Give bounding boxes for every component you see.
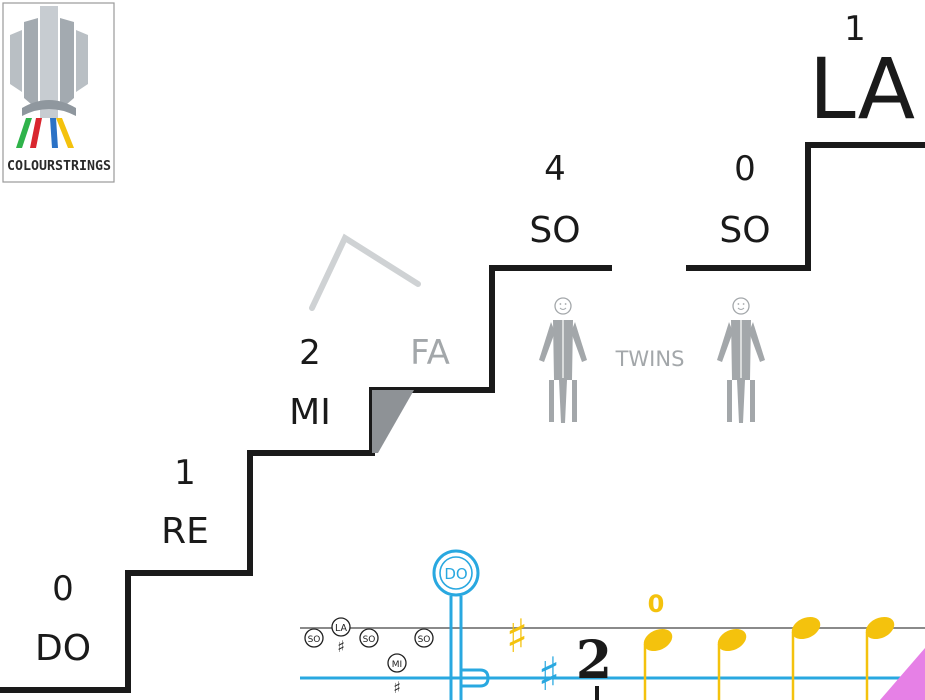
step-number-re: 1 <box>174 453 196 493</box>
step-label-do: DO <box>35 628 91 669</box>
step-label-fa: FA <box>410 333 450 373</box>
person-icon <box>717 297 765 423</box>
note-number: 0 <box>648 590 665 618</box>
sharp-icon: ♯ <box>393 678 401 697</box>
step-number-so-left: 4 <box>544 149 566 189</box>
quarter-note <box>717 628 747 700</box>
step-la: 1 LA <box>809 9 915 138</box>
do-clef-key-icon: DO <box>432 549 490 700</box>
step-number-la: 1 <box>844 9 866 49</box>
step-do: 0 DO <box>35 569 91 669</box>
svg-text:SO: SO <box>363 635 376 645</box>
staircase-line-upper <box>686 142 925 271</box>
staircase-line <box>0 265 612 693</box>
note-head-so: SO <box>304 628 324 648</box>
person-icon <box>539 297 587 423</box>
svg-text:SO: SO <box>308 635 321 645</box>
logo-wordmark: COLOURSTRINGS <box>7 158 111 174</box>
note-head-so: SO <box>359 628 379 648</box>
quarter-note <box>791 616 821 700</box>
step-label-re: RE <box>161 511 209 552</box>
step-number-do: 0 <box>52 569 74 609</box>
quarter-note <box>643 628 673 700</box>
step-label-mi: MI <box>289 392 331 433</box>
logo-frame <box>2 2 115 183</box>
fa-halfstep-shadow <box>372 390 414 453</box>
time-numeral: 2 <box>576 630 612 691</box>
step-so-left: 4 SO <box>529 149 580 251</box>
note-head-la: LA ♯ <box>331 617 351 656</box>
step-label-so-right: SO <box>719 210 770 251</box>
twin-figure-left <box>539 297 587 423</box>
yellow-notes <box>643 616 895 700</box>
step-fa: FA <box>410 333 450 373</box>
sharp-yellow-icon: ♯ <box>506 609 528 663</box>
pink-accent-shape <box>880 648 925 700</box>
clef-label: DO <box>444 565 467 583</box>
music-staff: DO LA ♯ SO SO SO <box>300 549 925 700</box>
sharp-icon: ♯ <box>337 637 345 656</box>
step-number-so-right: 0 <box>734 149 756 189</box>
logo-building-icon <box>10 6 88 118</box>
logo-ribbons-icon <box>16 118 74 148</box>
note-head-mi: MI ♯ <box>387 653 407 697</box>
sharp-blue-icon: ♯ <box>538 647 560 700</box>
svg-text:SO: SO <box>418 635 431 645</box>
quarter-note <box>865 616 895 700</box>
step-label-so-left: SO <box>529 210 580 251</box>
step-number-mi: 2 <box>299 333 321 373</box>
step-so-right: 0 SO <box>719 149 770 251</box>
step-label-la: LA <box>809 40 915 138</box>
step-mi: 2 MI <box>289 333 331 433</box>
twin-figure-right <box>717 297 765 423</box>
step-re: 1 RE <box>161 453 209 552</box>
colourstrings-logo: COLOURSTRINGS <box>2 2 115 183</box>
twins-label: TWINS <box>615 347 685 371</box>
solfege-note-heads: LA ♯ SO SO SO MI ♯ <box>304 617 434 697</box>
svg-text:MI: MI <box>392 660 402 670</box>
note-head-so: SO <box>414 628 434 648</box>
svg-text:LA: LA <box>335 623 348 634</box>
fa-bracket-line <box>309 233 421 311</box>
